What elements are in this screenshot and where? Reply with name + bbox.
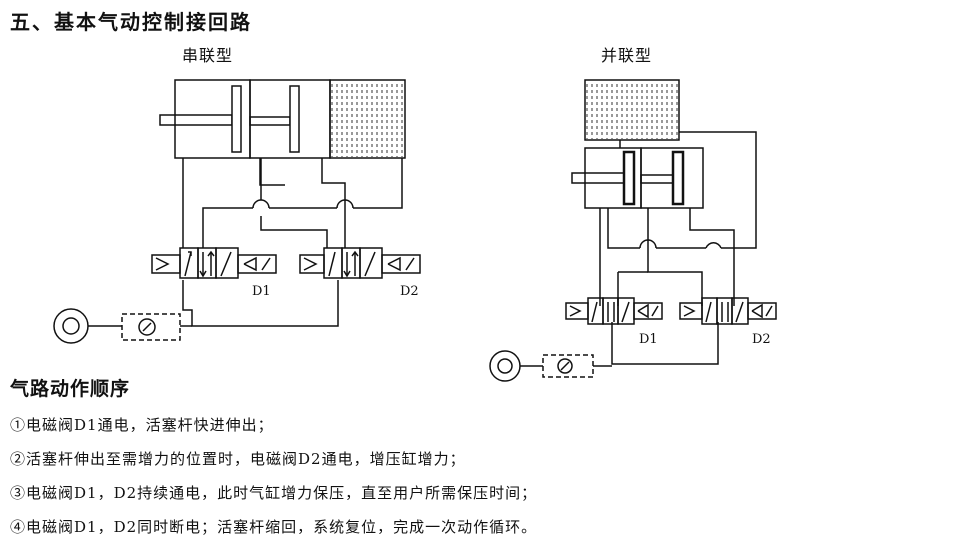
- series-valve-d1: [151, 247, 277, 279]
- parallel-d1-label: D1: [639, 332, 658, 347]
- sequence-step: ③电磁阀D1，D2持续通电，此时气缸增力保压，直至用户所需保压时间；: [10, 484, 538, 502]
- parallel-booster-cylinder: [571, 79, 704, 209]
- sequence-heading: 气路动作顺序: [10, 378, 131, 400]
- page-title: 五、基本气动控制接回路: [10, 10, 252, 34]
- series-d2-label: D2: [400, 284, 419, 299]
- sequence-step: ④电磁阀D1，D2同时断电；活塞杆缩回，系统复位，完成一次动作循环。: [10, 518, 538, 536]
- parallel-pipelines: [599, 131, 757, 365]
- series-pipelines: [182, 158, 403, 327]
- parallel-valve-d1: [565, 297, 663, 325]
- series-d1-label: D1: [252, 284, 271, 299]
- parallel-valve-d2: [679, 297, 777, 325]
- parallel-air-source-unit: [489, 350, 612, 382]
- sequence-step-list: ①电磁阀D1通电，活塞杆快进伸出； ②活塞杆伸出至需增力的位置时，电磁阀D2通电…: [10, 412, 537, 548]
- sequence-step: ①电磁阀D1通电，活塞杆快进伸出；: [10, 416, 274, 434]
- parallel-circuit-title: 并联型: [601, 46, 653, 65]
- parallel-d2-label: D2: [752, 332, 771, 347]
- series-air-source-unit: [53, 308, 192, 344]
- series-circuit-title: 串联型: [182, 46, 234, 65]
- series-valve-d2: [299, 247, 421, 279]
- sequence-step: ②活塞杆伸出至需增力的位置时，电磁阀D2通电，增压缸增力；: [10, 450, 466, 468]
- series-booster-cylinder: [159, 79, 406, 159]
